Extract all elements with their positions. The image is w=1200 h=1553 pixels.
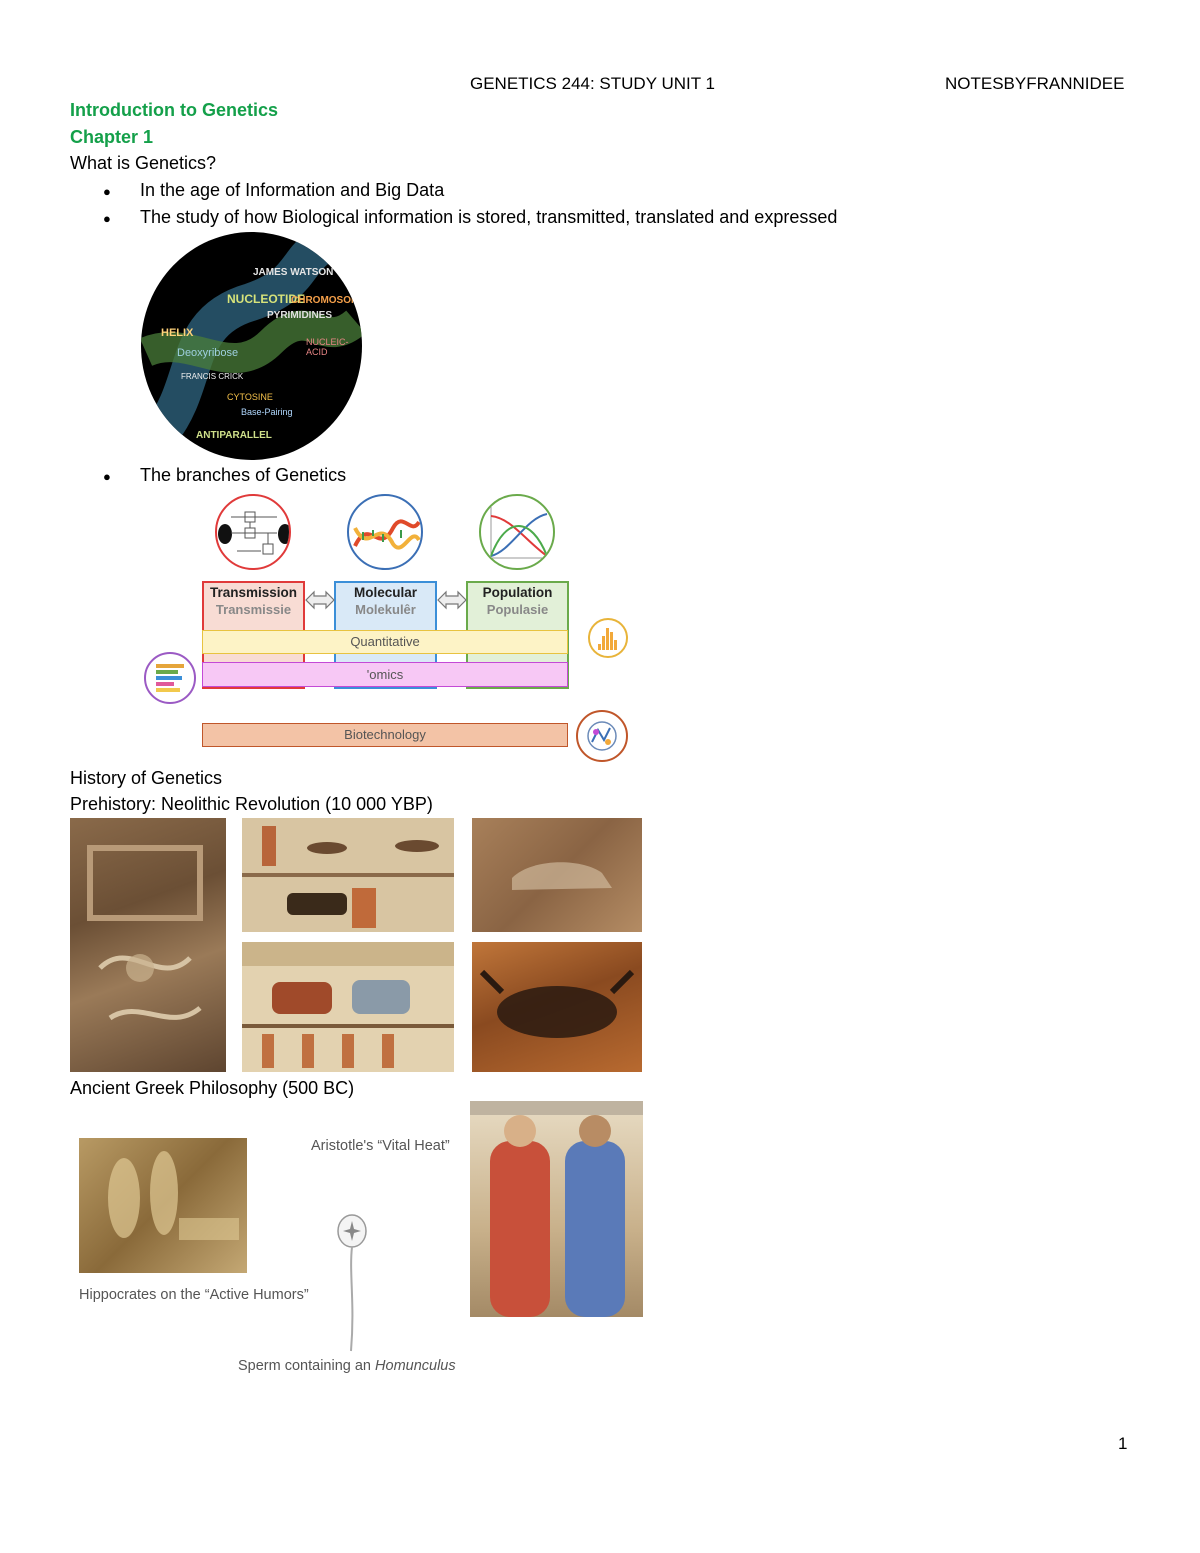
chapter-heading: Chapter 1 [70,127,154,147]
cave-painting-image [472,818,642,932]
hippocrates-relief-image [79,1138,247,1273]
word-cloud-word: CYTOSINE [227,392,273,402]
section-heading: Introduction to Genetics [70,100,279,120]
archaeological-dig-image [70,818,226,1072]
biotechnology-bar: Biotechnology [202,723,568,747]
molecular-title: Molecular [353,585,418,600]
greek-heading: Ancient Greek Philosophy (500 BC) [70,1078,355,1098]
aristotle-caption: Aristotle's “Vital Heat” [311,1138,450,1154]
egyptian-cattle-mural-image [242,942,454,1072]
bullet-icon: ● [103,211,111,226]
prehistory-heading: Prehistory: Neolithic Revolution (10 000… [70,794,433,814]
dna-word-cloud-image: JAMES WATSON NUCLEOTIDE CHROMOSOME PYRIM… [141,232,362,460]
document-author: NOTESBYFRANNIDEE [945,74,1125,93]
word-cloud-word: ANTIPARALLEL [196,430,272,441]
bullet-icon: ● [103,184,111,199]
word-cloud-word: Deoxyribose [177,347,239,359]
omics-bar: 'omics [202,662,568,687]
sperm-caption-text: Sperm containing an [238,1358,376,1374]
bullet-item: The study of how Biological information … [140,207,838,227]
histogram-icon [588,618,628,658]
molecular-subtitle: Molekulêr [355,602,416,617]
word-cloud-word: PYRIMIDINES [267,310,333,321]
omics-icon [144,652,196,704]
question-text: What is Genetics? [70,153,217,173]
hippocrates-caption: Hippocrates on the “Active Humors” [79,1287,309,1303]
branches-diagram: Transmission Transmissie Molecular Molek… [140,490,640,762]
sperm-caption-italic: Homunculus [375,1358,456,1374]
word-cloud-word: NUCLEOTIDE [227,292,305,306]
word-cloud-word: FRANCIS CRICK [181,372,244,381]
transmission-subtitle: Transmissie [215,602,292,617]
population-graph-icon [479,494,555,570]
homunculus-sperm-icon [337,1214,367,1352]
egyptian-mural-image [242,818,454,932]
transmission-title: Transmission [209,585,298,600]
population-subtitle: Populasie [486,602,549,617]
double-arrow-icon [437,590,467,610]
pedigree-icon [215,494,291,570]
page-number: 1 [1118,1434,1128,1453]
dna-helix-icon [141,232,362,444]
word-cloud-word: Base-Pairing [241,407,293,417]
biotech-icon [576,710,628,762]
history-heading: History of Genetics [70,768,223,788]
word-cloud-word: JAMES WATSON [253,267,334,278]
double-arrow-icon [305,590,335,610]
word-cloud-word: CHROMOSOME [291,295,362,306]
school-of-athens-image [470,1101,643,1317]
bullet-item: The branches of Genetics [140,465,347,485]
quantitative-bar: Quantitative [202,630,568,654]
word-cloud-word: NUCLEIC-ACID [306,337,349,357]
population-title: Population [482,585,553,600]
document-title: GENETICS 244: STUDY UNIT 1 [470,74,715,93]
dna-icon [347,494,423,570]
cave-bull-painting-image [472,942,642,1072]
bullet-icon: ● [103,469,111,484]
word-cloud-word: HELIX [161,327,194,339]
sperm-caption: Sperm containing an Homunculus [238,1358,456,1374]
bullet-item: In the age of Information and Big Data [140,180,445,200]
